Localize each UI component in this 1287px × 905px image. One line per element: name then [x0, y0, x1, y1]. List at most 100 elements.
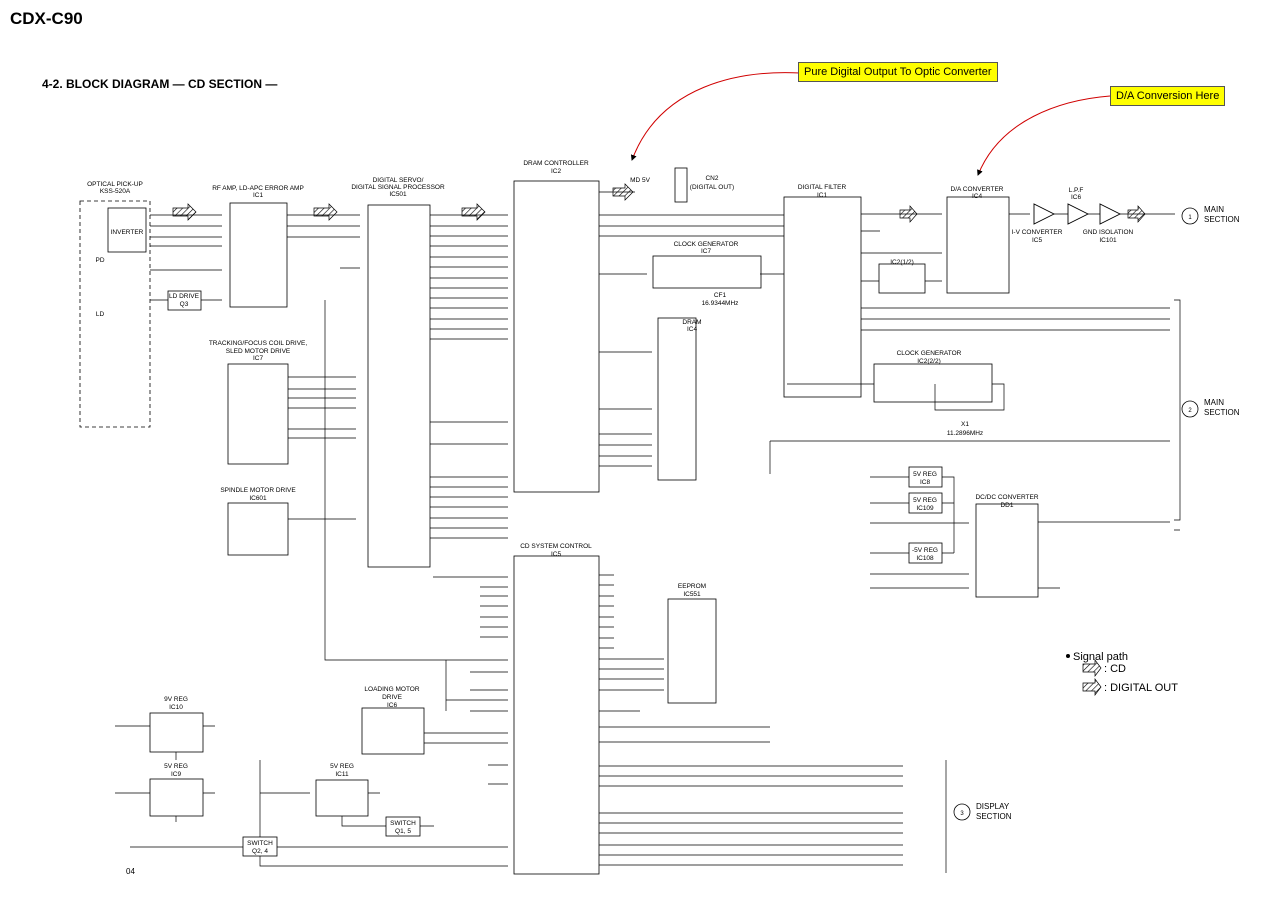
cd-path-arrow — [313, 203, 338, 221]
gnd-iso-label-2: IC101 — [1099, 237, 1117, 244]
dsp-label-3: IC501 — [389, 191, 407, 198]
dram-box — [657, 317, 697, 481]
section-3-num: 3 — [960, 811, 964, 817]
page-title: 4-2. BLOCK DIAGRAM — CD SECTION — — [42, 77, 278, 91]
legend-item-cd: : CD — [1104, 663, 1126, 675]
digital-filter-label-2: IC1 — [817, 192, 828, 199]
reg-ic11-label-2: IC11 — [335, 771, 349, 778]
pd-label: PD — [95, 257, 104, 264]
legend-cd-swatch — [1082, 658, 1102, 678]
inverter-label: INVERTER — [111, 229, 144, 236]
cd-sys-label-1: CD SYSTEM CONTROL — [520, 543, 592, 550]
dsp-box — [367, 204, 431, 568]
loading-label-3: IC6 — [387, 702, 398, 709]
section-3-line-2: SECTION — [976, 812, 1012, 821]
switch-q24-label-1: SWITCH — [247, 840, 273, 847]
ic2-half-box — [878, 263, 926, 294]
clock-gen-ic2-box — [873, 363, 993, 403]
reg-ic109-label-2: IC109 — [916, 505, 934, 512]
loading-label-2: DRIVE — [382, 694, 403, 701]
dram-label-1: DRAM — [682, 319, 701, 326]
dram-ctrl-label-2: IC2 — [551, 168, 562, 175]
pickup-label-2: KSS-520A — [100, 188, 131, 195]
switch-q15-label-1: SWITCH — [390, 820, 416, 827]
section-2-line-1: MAIN — [1204, 398, 1224, 407]
digital-filter-label-1: DIGITAL FILTER — [798, 184, 847, 191]
callout-da-conversion: D/A Conversion Here — [1110, 86, 1226, 106]
md5v-label: MD 5V — [630, 177, 651, 184]
focus-label-1: TRACKING/FOCUS COIL DRIVE, — [209, 340, 308, 347]
section-2-num: 2 — [1188, 408, 1192, 414]
eeprom-box — [667, 598, 717, 704]
legend-title: Signal path — [1073, 651, 1128, 663]
da-conv-label-1: D/A CONVERTER — [951, 186, 1004, 193]
inverter-box — [107, 207, 147, 253]
page-number: 04 — [126, 867, 135, 876]
reg-ic9-label-1: 5V REG — [164, 763, 188, 770]
model-title: CDX-C90 — [10, 9, 83, 28]
dram-label-2: IC4 — [687, 326, 698, 333]
reg-ic10-label-1: 9V REG — [164, 696, 188, 703]
cd-path-arrow — [461, 203, 486, 221]
ld-drive-box — [167, 290, 202, 311]
cf1-freq: 16.9344MHz — [702, 300, 739, 307]
dcdc-label-2: DD1 — [1000, 502, 1013, 509]
focus-label-3: IC7 — [253, 355, 264, 362]
iv-amp — [1033, 203, 1056, 225]
x1-freq: 11.2896MHz — [947, 430, 983, 437]
lpf-label-2: IC6 — [1071, 194, 1082, 201]
section-3-line-1: DISPLAY — [976, 802, 1010, 811]
spindle-label-2: IC601 — [249, 495, 267, 502]
reg-ic9-label-2: IC9 — [171, 771, 182, 778]
cd-sys-label-2: IC5 — [551, 551, 562, 558]
reg-ic11-label-1: 5V REG — [330, 763, 354, 770]
pickup-label-1: OPTICAL PICK-UP — [87, 181, 143, 188]
switch-q24-label-2: Q2, 4 — [252, 848, 268, 855]
clock-gen-ic7-box — [652, 255, 762, 289]
clock-ic7-label-1: CLOCK GENERATOR — [674, 241, 739, 248]
ic2-half-label: IC2(1/2) — [890, 259, 913, 266]
cn2-label-1: CN2 — [705, 175, 718, 182]
dcdc-box — [975, 503, 1039, 598]
x1-label: X1 — [961, 421, 969, 428]
dram-ctrl-label-1: DRAM CONTROLLER — [523, 160, 589, 167]
reg-ic108-label-1: -5V REG — [912, 547, 938, 554]
section-1-marker — [1181, 207, 1199, 225]
callout-optic-converter: Pure Digital Output To Optic Converter — [798, 62, 998, 82]
section-3-marker — [953, 803, 971, 821]
gnd-iso-amp — [1099, 203, 1122, 225]
cf1-label: CF1 — [714, 292, 727, 299]
section-1-num: 1 — [1188, 215, 1192, 221]
dram-ctrl-box — [513, 180, 600, 493]
focus-label-2: SLED MOTOR DRIVE — [226, 348, 291, 355]
reg-ic108-label-2: IC108 — [916, 555, 934, 562]
section-1-line-2: SECTION — [1204, 215, 1240, 224]
dcdc-label-1: DC/DC CONVERTER — [975, 494, 1038, 501]
gnd-iso-label-1: GND ISOLATION — [1083, 229, 1134, 236]
eeprom-label-2: IC551 — [683, 591, 701, 598]
legend-digital-swatch — [1082, 677, 1102, 697]
cd-path-arrow — [172, 203, 197, 221]
cn2-box — [674, 167, 688, 203]
pickup-box — [79, 200, 151, 428]
da-conv-label-2: IC4 — [972, 193, 983, 200]
eeprom-label-1: EEPROM — [678, 583, 706, 590]
digital-filter-box — [783, 196, 862, 398]
switch-q15-box — [385, 816, 421, 837]
reg-ic109-label-1: 5V REG — [913, 497, 937, 504]
lpf-amp — [1067, 203, 1090, 225]
cd-sys-box — [513, 555, 600, 875]
cn2-label-2: (DIGITAL OUT) — [690, 184, 734, 191]
clock-ic2-label-2: IC2(2/2) — [917, 358, 940, 365]
section-2-line-2: SECTION — [1204, 408, 1240, 417]
reg-ic11-box — [315, 779, 369, 817]
section-1-line-1: MAIN — [1204, 205, 1224, 214]
loading-drive-box — [361, 707, 425, 755]
spindle-label-1: SPINDLE MOTOR DRIVE — [220, 487, 296, 494]
reg-ic8-label-2: IC8 — [920, 479, 931, 486]
focus-drive-box — [227, 363, 289, 465]
reg-ic8-label-1: 5V REG — [913, 471, 937, 478]
rf-amp-label-2: IC1 — [253, 192, 264, 199]
iv-label-2: IC5 — [1032, 237, 1043, 244]
